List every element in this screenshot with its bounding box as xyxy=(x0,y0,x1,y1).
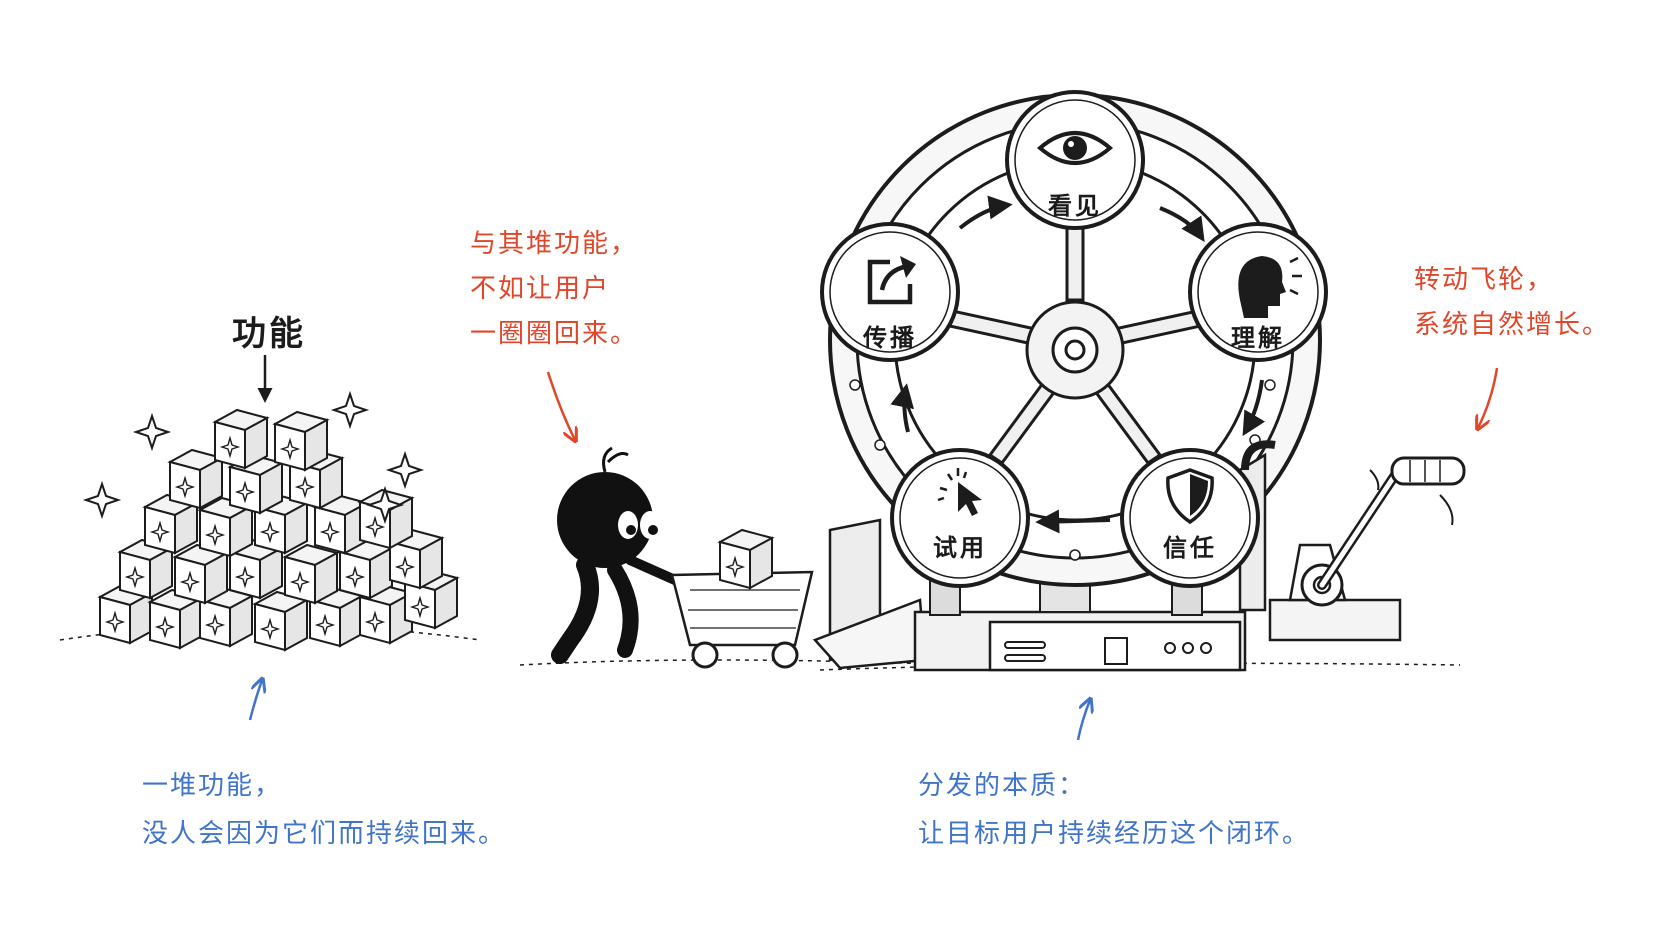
right-note-line: 转动飞轮， xyxy=(1414,265,1555,295)
right-note-line: 系统自然增长。 xyxy=(1414,310,1611,340)
node-label-try: 试用 xyxy=(933,534,987,562)
node-label-understand: 理解 xyxy=(1231,324,1285,352)
sparkle-icon xyxy=(388,453,422,487)
flywheel-node-understand xyxy=(1188,222,1328,362)
left-caption-line: 一堆功能， xyxy=(142,771,283,801)
blue-arrow-right-icon xyxy=(1076,700,1090,741)
node-label-see: 看见 xyxy=(1048,192,1102,220)
left-caption-line: 没人会因为它们而持续回来。 xyxy=(142,819,507,849)
left-caption: 一堆功能， 没人会因为它们而持续回来。 xyxy=(142,762,506,858)
bottom-caption-line: 分发的本质： xyxy=(918,771,1087,801)
bottom-caption-line: 让目标用户持续经历这个闭环。 xyxy=(918,819,1311,849)
head-icon xyxy=(1238,256,1302,318)
sparkle-icon xyxy=(333,393,367,427)
flywheel-node-share xyxy=(820,222,960,362)
flywheel-node-see xyxy=(1005,90,1145,230)
shield-icon xyxy=(1166,468,1214,525)
loop-arrow-icon xyxy=(1242,379,1266,437)
flywheel-node-try xyxy=(890,448,1030,588)
feature-pile-title: 功能 xyxy=(232,314,306,354)
loop-arrow-icon xyxy=(890,383,915,433)
red-arrow-right-icon xyxy=(1478,367,1499,428)
loop-arrow-icon xyxy=(1035,509,1111,534)
character-pushing-cart xyxy=(519,446,961,669)
node-label-trust: 信任 xyxy=(1163,534,1217,562)
right-note: 转动飞轮， 系统自然增长。 xyxy=(1414,258,1610,348)
middle-note-line: 一圈圈回来。 xyxy=(470,319,639,349)
red-arrow-middle-icon xyxy=(546,371,575,440)
middle-note: 与其堆功能， 不如让用户 一圈圈回来。 xyxy=(470,222,638,357)
eye-icon xyxy=(1036,131,1114,165)
loop-arrow-icon xyxy=(958,195,1013,230)
middle-note-line: 不如让用户 xyxy=(470,274,611,304)
flywheel-node-trust xyxy=(1120,448,1260,588)
cursor-icon xyxy=(937,468,982,516)
loop-arrow-icon xyxy=(1159,206,1205,242)
feature-cube-pile xyxy=(59,393,481,651)
blue-arrow-left-icon xyxy=(248,680,262,721)
share-icon xyxy=(867,256,916,305)
sparkle-icon xyxy=(135,415,169,449)
node-label-share: 传播 xyxy=(863,324,917,352)
sparkle-icon xyxy=(85,483,119,517)
middle-note-line: 与其堆功能， xyxy=(470,229,639,259)
bottom-caption: 分发的本质： 让目标用户持续经历这个闭环。 xyxy=(918,762,1310,858)
